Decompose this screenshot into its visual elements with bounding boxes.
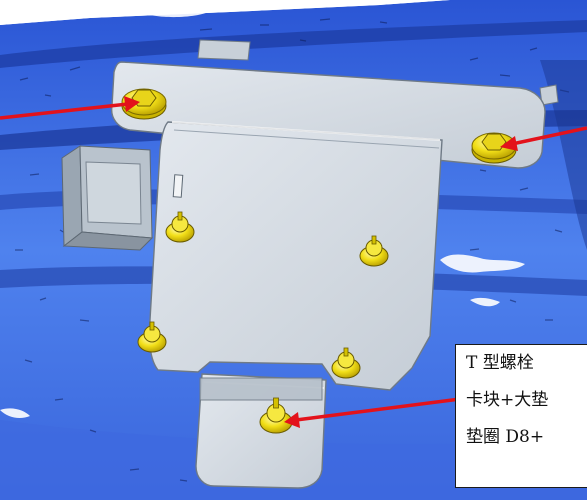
arrow-icon <box>0 96 140 120</box>
u-channel-bracket <box>61 145 154 251</box>
bolt-icon <box>137 321 167 353</box>
mounting-plate <box>111 39 559 489</box>
bolt-icon <box>259 397 293 434</box>
annotation-line-2: 卡块+大垫 <box>466 390 549 410</box>
annotation-line-3: 垫圈 D8+ <box>466 427 545 447</box>
annotation-line-1: T 型螺栓 <box>466 353 534 373</box>
leader-arrows <box>0 96 587 428</box>
annotation-box: T 型螺栓 卡块+大垫 垫圈 D8+ <box>455 344 587 488</box>
arrow-icon <box>500 126 587 151</box>
bolt-icon <box>331 347 361 379</box>
bolt-icon <box>359 235 389 267</box>
arrow-icon <box>284 396 469 428</box>
bolt-icon <box>165 211 195 243</box>
